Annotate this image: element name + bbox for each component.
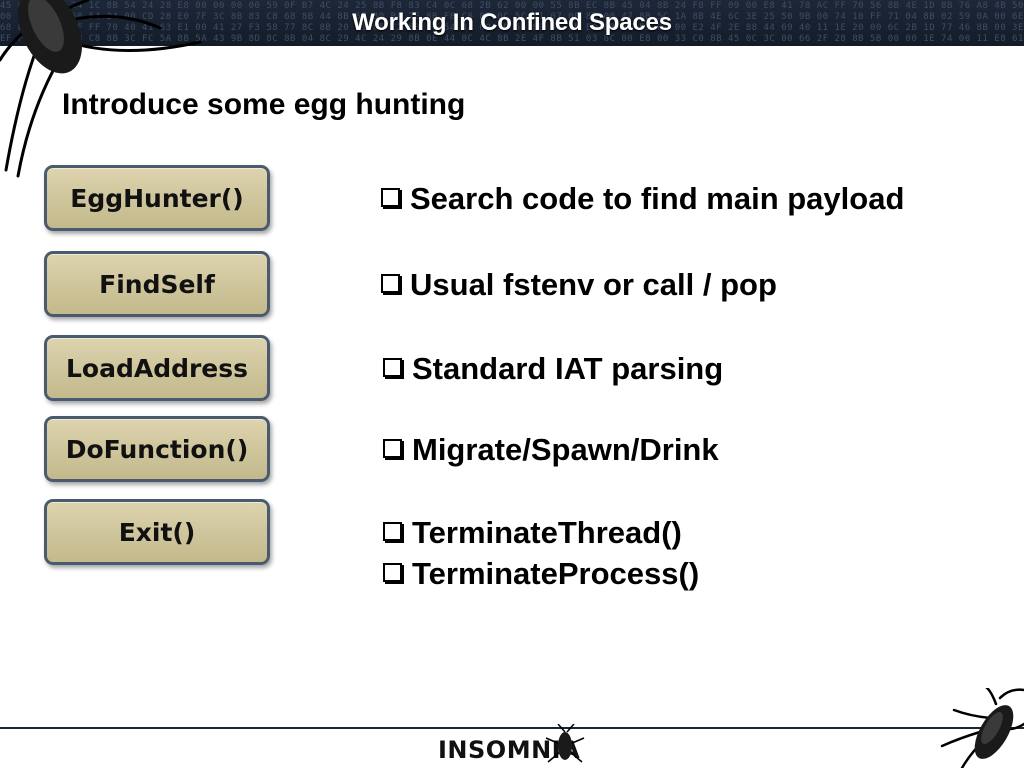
bullet-item: TerminateThread() [383, 515, 682, 551]
checkbox-square-icon [383, 439, 402, 458]
step-loadaddress-box: LoadAddress [44, 335, 270, 401]
checkbox-square-icon [383, 522, 402, 541]
header-band: 45 00 8B 4C 24 1C 8B 54 24 28 E8 00 00 0… [0, 0, 1024, 46]
hex-dump-decoration: 45 00 8B 4C 24 1C 8B 54 24 28 E8 00 00 0… [0, 1, 1024, 11]
bullet-item: TerminateProcess() [383, 556, 699, 592]
footer-divider [0, 727, 1024, 729]
bullet-item: Usual fstenv or call / pop [381, 267, 777, 303]
slide-subtitle: Introduce some egg hunting [62, 88, 466, 121]
hex-dump-decoration: 00 8B 00 0B 60 54 24 00 CD 28 E0 7F 3C 8… [0, 12, 1024, 22]
footer-logo: INSOMNIA [438, 736, 581, 764]
header-title: Working In Confined Spaces [352, 9, 672, 36]
step-dofunction-box: DoFunction() [44, 416, 270, 482]
checkbox-square-icon [381, 274, 400, 293]
cockroach-icon [940, 688, 1024, 768]
checkbox-square-icon [381, 188, 400, 207]
bullet-item: Search code to find main payload [381, 181, 904, 217]
step-egghunter-box: EggHunter() [44, 165, 270, 231]
hex-dump-decoration: EF FF FF 53 8B C8 8B 3C FC 5A 8B 5A 43 9… [0, 34, 1024, 44]
hex-dump-decoration: 68 EB 00 25 FF FF 70 40 41 63 E1 00 41 2… [0, 23, 1024, 33]
cockroach-icon [0, 0, 202, 178]
checkbox-square-icon [383, 358, 402, 377]
cockroach-icon [545, 724, 585, 763]
checkbox-square-icon [383, 563, 402, 582]
bullet-item: Standard IAT parsing [383, 351, 723, 387]
step-exit-box: Exit() [44, 499, 270, 565]
step-findself-box: FindSelf [44, 251, 270, 317]
bullet-item: Migrate/Spawn/Drink [383, 432, 719, 468]
